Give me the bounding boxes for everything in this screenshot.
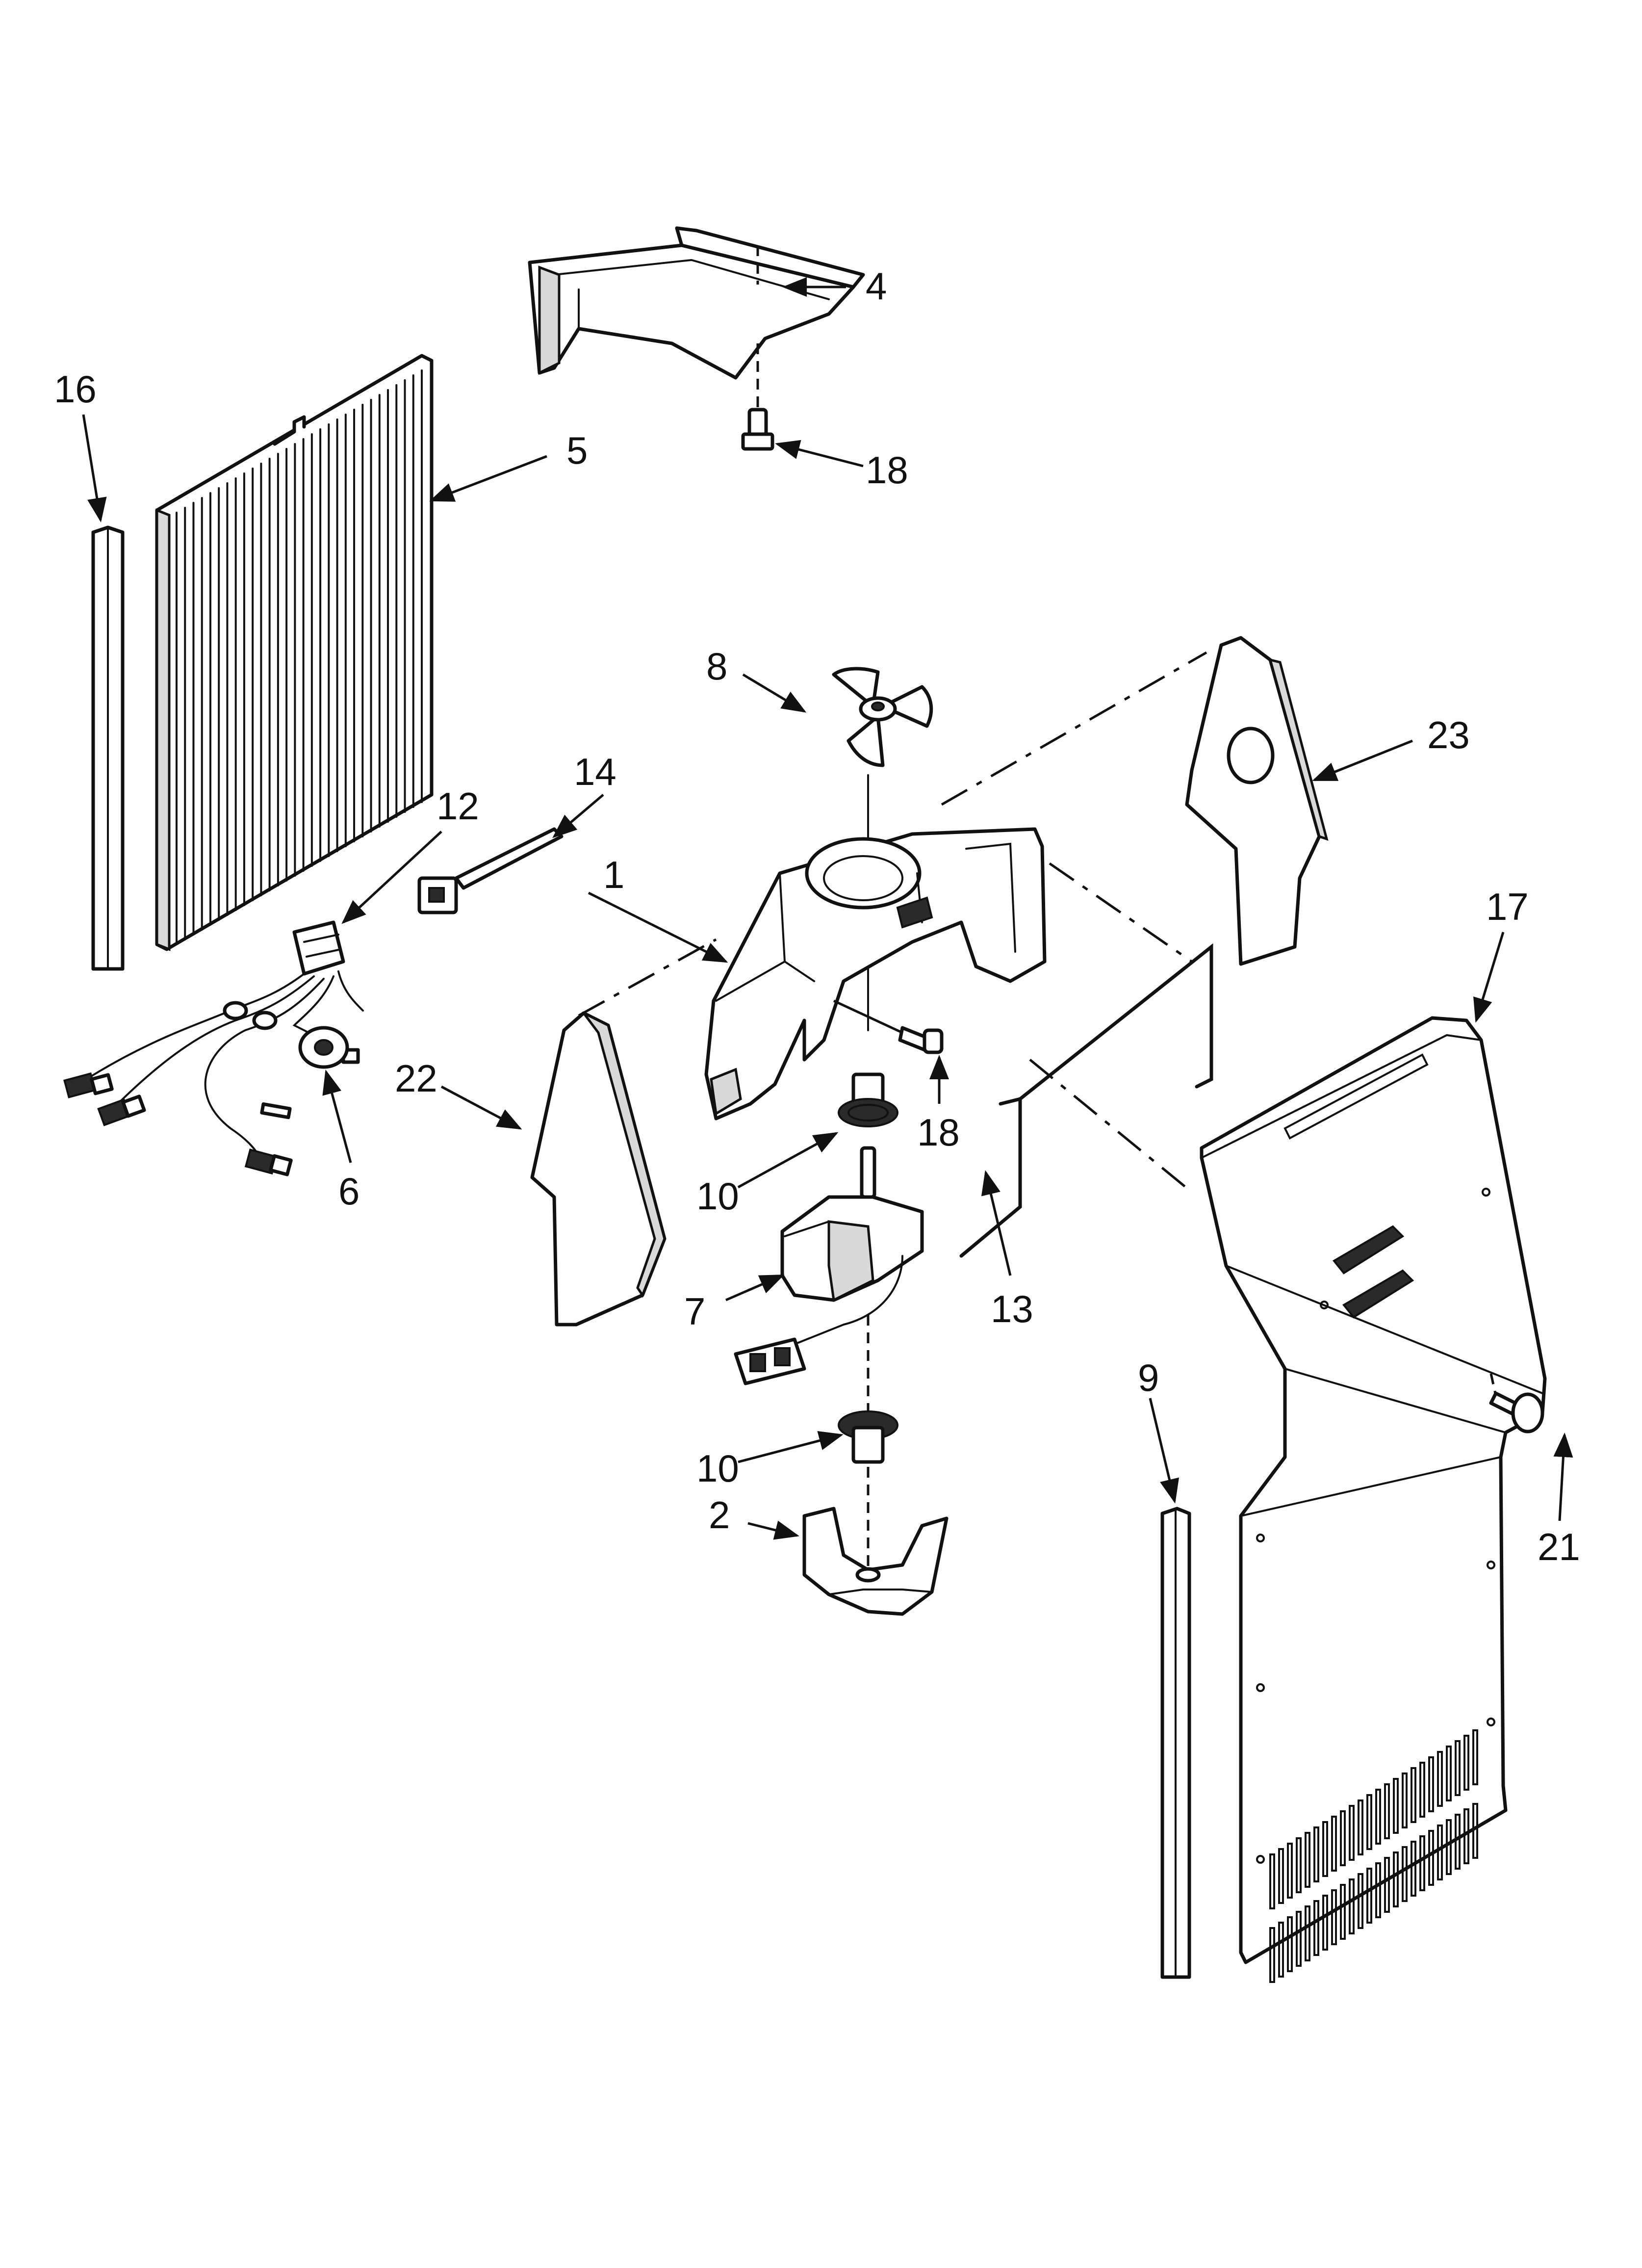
- part-8-fan-blade: [832, 667, 933, 767]
- vent-slot: [1472, 1803, 1478, 1859]
- callout-12: 12: [436, 784, 479, 828]
- callout-14: 14: [574, 750, 616, 793]
- callout-9: 9: [1138, 1356, 1159, 1399]
- vent-slot: [1402, 1773, 1408, 1828]
- callout-7: 7: [684, 1290, 705, 1333]
- callout-23: 22: [395, 1057, 437, 1100]
- vent-slot: [1455, 1814, 1461, 1870]
- vent-slot: [1393, 1851, 1399, 1907]
- vent-slot: [1349, 1878, 1355, 1934]
- part-5-ribbed-panel: [155, 354, 434, 951]
- vent-slot: [1313, 1900, 1319, 1956]
- part-16-gasket-strip: [91, 525, 125, 971]
- part-2-bracket: [802, 1507, 949, 1616]
- part-18-screw-bottom: [1489, 1391, 1544, 1434]
- vent-slot: [1331, 1889, 1337, 1945]
- vent-slot: [1340, 1884, 1346, 1940]
- callout-1: 1: [603, 853, 624, 896]
- vent-slot: [1349, 1805, 1355, 1861]
- alignment-line-17: [1029, 1059, 1193, 1193]
- vent-slot: [1296, 1911, 1302, 1967]
- vent-slot: [1296, 1837, 1302, 1893]
- alignment-line-22-upper: [941, 651, 1207, 806]
- part-4-cover: [528, 226, 865, 380]
- callout-2: 2: [709, 1493, 730, 1537]
- vent-slot: [1340, 1810, 1346, 1866]
- vent-slot: [1366, 1794, 1372, 1850]
- part-22-side-panel: [1185, 636, 1329, 966]
- part-14-cable-tie: [417, 827, 564, 914]
- vent-slot: [1437, 1751, 1443, 1807]
- vent-slot: [1322, 1895, 1328, 1951]
- callout-17: 17: [1486, 885, 1529, 928]
- vent-slot: [1419, 1835, 1425, 1891]
- vent-slot: [1331, 1816, 1337, 1872]
- part-7-fan-motor: [734, 1146, 924, 1385]
- vent-slot: [1278, 1922, 1284, 1978]
- leader-lines: [82, 277, 1573, 1540]
- callout-10-lower: 10: [696, 1447, 739, 1490]
- vent-slot: [1358, 1873, 1363, 1929]
- alignment-line-23: [578, 938, 717, 1017]
- vent-slot: [1375, 1789, 1381, 1845]
- vent-slot: [1375, 1862, 1381, 1918]
- part-10-mount-upper: [838, 1072, 898, 1127]
- vent-slot: [1428, 1756, 1434, 1812]
- vent-slot: [1322, 1821, 1328, 1877]
- part-1-fan-housing: [704, 827, 1047, 1121]
- callout-18-bottom: 21: [1538, 1525, 1580, 1568]
- vent-slot: [1305, 1905, 1310, 1961]
- screw-dash-right: [1489, 1373, 1497, 1396]
- vent-slot: [1411, 1841, 1416, 1897]
- vent-slot: [1472, 1729, 1478, 1785]
- callout-16: 16: [54, 367, 97, 411]
- vent-slot: [1446, 1819, 1452, 1875]
- part-23-side-panel: [530, 1011, 667, 1327]
- callout-22: 23: [1427, 713, 1470, 756]
- callout-10-upper: 10: [696, 1174, 739, 1218]
- vent-slot: [1366, 1868, 1372, 1924]
- callout-5: 5: [566, 429, 588, 472]
- callout-8: 8: [706, 645, 727, 688]
- callout-labels: 4 18 5 16 8 23 14 12 1 17 22 18 6 10 7 1…: [54, 264, 1580, 1568]
- vent-slot: [1269, 1927, 1275, 1983]
- part-13-wire-bracket: [959, 943, 1213, 1258]
- vent-slot: [1287, 1916, 1293, 1972]
- vent-slot: [1384, 1857, 1390, 1913]
- vent-slot: [1402, 1846, 1408, 1902]
- vent-slot: [1437, 1825, 1443, 1880]
- vent-slot: [1411, 1767, 1416, 1823]
- vent-slot: [1463, 1808, 1469, 1864]
- vent-slot: [1446, 1746, 1452, 1801]
- part-18-screw-top: [741, 408, 774, 451]
- part-21-screw: [833, 999, 944, 1054]
- vent-slot: [1313, 1826, 1319, 1882]
- callout-21: 18: [917, 1111, 960, 1154]
- callout-13: 13: [991, 1287, 1033, 1330]
- callout-4: 4: [866, 264, 887, 308]
- vent-slot: [1384, 1783, 1390, 1839]
- part-10-mount-lower: [838, 1410, 898, 1464]
- callout-6: 6: [338, 1170, 359, 1213]
- vent-slot: [1428, 1830, 1434, 1886]
- vent-slot: [1278, 1848, 1284, 1904]
- vent-slot: [1287, 1843, 1293, 1899]
- alignment-line-22-lower: [1049, 862, 1193, 963]
- vent-slot: [1269, 1853, 1275, 1909]
- vent-slot: [1463, 1735, 1469, 1791]
- part-17-rear-cover: [1200, 1016, 1547, 1983]
- callout-18-top: 18: [866, 448, 908, 492]
- vent-slot: [1419, 1762, 1425, 1818]
- vent-slot: [1393, 1778, 1399, 1834]
- vent-slot: [1305, 1832, 1310, 1888]
- part-9-gasket-strip: [1160, 1507, 1191, 1979]
- part-6-grommet: [298, 1026, 349, 1069]
- vent-slot: [1358, 1799, 1363, 1855]
- vent-slot: [1455, 1740, 1461, 1796]
